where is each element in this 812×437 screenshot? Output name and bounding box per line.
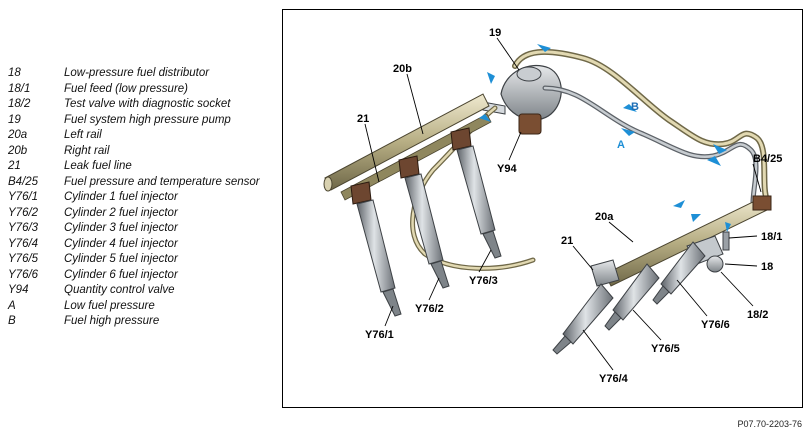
legend-code: B: [8, 315, 16, 327]
legend-code: 20a: [8, 129, 28, 141]
label-20a: 20a: [595, 211, 614, 223]
legend-desc: Fuel high pressure: [64, 315, 160, 327]
label-y76-4: Y76/4: [599, 373, 629, 385]
legend-code: Y76/2: [8, 206, 39, 219]
legend-row: 18/1 Fuel feed (low pressure): [8, 82, 278, 98]
label-flow-a: A: [617, 139, 625, 151]
legend-code: Y76/3: [8, 222, 39, 234]
legend-desc: Cylinder 6 fuel injector: [64, 268, 178, 281]
legend-code: 18/1: [8, 82, 31, 95]
label-18: 18: [761, 261, 773, 273]
legend-desc: Fuel pressure and temperature sensor: [64, 175, 260, 188]
legend-code: 20b: [8, 144, 28, 157]
label-y76-3: Y76/3: [469, 275, 498, 287]
legend-row: B4/25 Fuel pressure and temperature senso…: [8, 175, 278, 191]
legend-desc: Cylinder 4 fuel injector: [64, 237, 178, 250]
label-21-bottom: 21: [561, 235, 573, 247]
legend-code: Y76/5: [8, 253, 39, 265]
fuel-system-figure: 19 20b 21 Y94 B A B4/25 20a 21 18/1 18 1…: [282, 9, 803, 408]
injector-y76-3: [450, 127, 502, 259]
legend-code: Y94: [8, 284, 29, 296]
legend-code: 18/2: [8, 98, 31, 110]
legend-row: Y76/4 Cylinder 4 fuel injector: [8, 237, 278, 253]
label-flow-b: B: [631, 101, 639, 113]
injector-y76-1: [350, 181, 402, 317]
label-y76-2: Y76/2: [415, 303, 444, 315]
legend-desc: Test valve with diagnostic socket: [64, 98, 231, 110]
legend-desc: Fuel feed (low pressure): [64, 82, 188, 95]
legend-code: 21: [8, 160, 21, 172]
legend-desc: Leak fuel line: [64, 160, 132, 172]
legend-row: 20a Left rail: [8, 128, 278, 144]
label-18-1: 18/1: [761, 231, 782, 243]
legend-desc: Low fuel pressure: [64, 299, 155, 312]
legend-row: Y94 Quantity control valve: [8, 283, 278, 299]
legend-code: A: [8, 299, 16, 312]
legend-desc: Cylinder 1 fuel injector: [64, 191, 178, 203]
fuel-system-drawing: 19 20b 21 Y94 B A B4/25 20a 21 18/1 18 1…: [323, 27, 782, 385]
flow-arrows: [479, 44, 731, 232]
label-y94: Y94: [497, 163, 517, 175]
label-20b: 20b: [393, 63, 412, 75]
legend-row: 18 Low-pressure fuel distributor: [8, 66, 278, 82]
legend-desc: Right rail: [64, 144, 110, 157]
legend-row: 21 Leak fuel line: [8, 159, 278, 175]
label-y76-5: Y76/5: [651, 343, 680, 355]
legend-code: B4/25: [8, 175, 39, 188]
legend-row: B Fuel high pressure: [8, 314, 278, 330]
legend-desc: Cylinder 2 fuel injector: [64, 206, 178, 219]
legend-desc: Quantity control valve: [64, 284, 175, 296]
legend-row: Y76/3 Cylinder 3 fuel injector: [8, 221, 278, 237]
low-pressure-distributor: [706, 231, 730, 273]
legend-desc: Low-pressure fuel distributor: [64, 67, 210, 79]
legend-desc: Fuel system high pressure pump: [64, 113, 231, 126]
label-21-top: 21: [357, 113, 369, 125]
legend-code: Y76/4: [8, 237, 39, 250]
legend-row: 19 Fuel system high pressure pump: [8, 113, 278, 129]
legend-row: 20b Right rail: [8, 144, 278, 160]
legend-row: Y76/5 Cylinder 5 fuel injector: [8, 252, 278, 268]
legend-row: Y76/6 Cylinder 6 fuel injector: [8, 268, 278, 284]
legend-row: Y76/1 Cylinder 1 fuel injector: [8, 190, 278, 206]
legend-row: 18/2 Test valve with diagnostic socket: [8, 97, 278, 113]
high-pressure-pump: [482, 64, 562, 135]
legend-desc: Left rail: [64, 129, 102, 141]
legend-code: Y76/6: [8, 268, 39, 281]
legend-row: A Low fuel pressure: [8, 299, 278, 315]
injector-y76-2: [398, 155, 450, 289]
label-y76-6: Y76/6: [701, 319, 730, 331]
legend-code: 18: [8, 67, 21, 79]
leader-lines: [364, 37, 762, 371]
label-b4-25: B4/25: [753, 153, 782, 165]
legend-row: Y76/2 Cylinder 2 fuel injector: [8, 206, 278, 222]
legend-code: 19: [8, 113, 21, 126]
label-18-2: 18/2: [747, 309, 768, 321]
injector-y76-5: [604, 263, 660, 331]
legend-code: Y76/1: [8, 191, 39, 203]
injector-y76-6: [652, 241, 706, 305]
label-y76-1: Y76/1: [365, 329, 394, 341]
legend-desc: Cylinder 3 fuel injector: [64, 222, 178, 234]
figure-reference: P07.70-2203-76: [737, 419, 802, 429]
injector-y76-4: [552, 283, 614, 355]
label-19: 19: [489, 27, 501, 39]
legend-desc: Cylinder 5 fuel injector: [64, 253, 178, 265]
